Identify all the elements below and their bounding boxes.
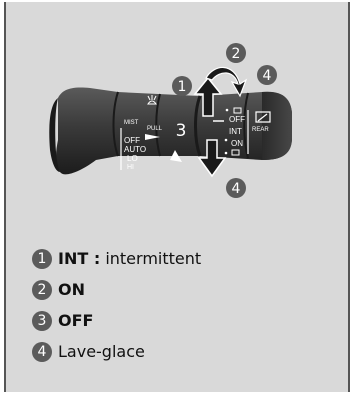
- auto-label: AUTO: [124, 145, 146, 154]
- legend-item-on: 2 ON: [32, 278, 201, 301]
- side-on-label: ON: [231, 139, 243, 148]
- legend-description: Lave-glace: [58, 342, 145, 361]
- legend-description: intermittent: [100, 249, 201, 268]
- lo-label: LO: [127, 154, 138, 163]
- pull-label: PULL: [147, 126, 163, 132]
- legend-item-washer: 4 Lave-glace: [32, 340, 201, 363]
- off-label: OFF: [124, 136, 140, 145]
- legend-badge: 2: [32, 280, 52, 300]
- callout-2: 2: [226, 43, 246, 63]
- svg-text:4: 4: [232, 181, 241, 197]
- legend-term: ON: [58, 280, 85, 299]
- callout-4-bottom: 4: [226, 178, 246, 198]
- legend-badge: 3: [32, 311, 52, 331]
- svg-text:3: 3: [176, 121, 187, 141]
- legend: 1 INT : intermittent 2 ON 3 OFF 4 Lave-g…: [32, 247, 201, 371]
- callout-4-top: 4: [257, 65, 277, 85]
- side-off-label: OFF: [229, 115, 245, 124]
- svg-text:4: 4: [263, 68, 272, 84]
- svg-text:2: 2: [232, 46, 241, 62]
- legend-term: OFF: [58, 311, 93, 330]
- mist-label: MIST: [124, 120, 139, 126]
- hi-label: HI: [127, 164, 134, 171]
- svg-text:1: 1: [178, 79, 187, 95]
- legend-item-off: 3 OFF: [32, 309, 201, 332]
- callout-3: 3: [176, 121, 187, 141]
- rear-label: REAR: [252, 127, 269, 133]
- side-int-label: INT: [229, 127, 242, 136]
- callout-1: 1: [172, 76, 192, 96]
- legend-badge: 4: [32, 342, 52, 362]
- legend-item-int: 1 INT : intermittent: [32, 247, 201, 270]
- legend-term: INT :: [58, 249, 100, 268]
- legend-badge: 1: [32, 249, 52, 269]
